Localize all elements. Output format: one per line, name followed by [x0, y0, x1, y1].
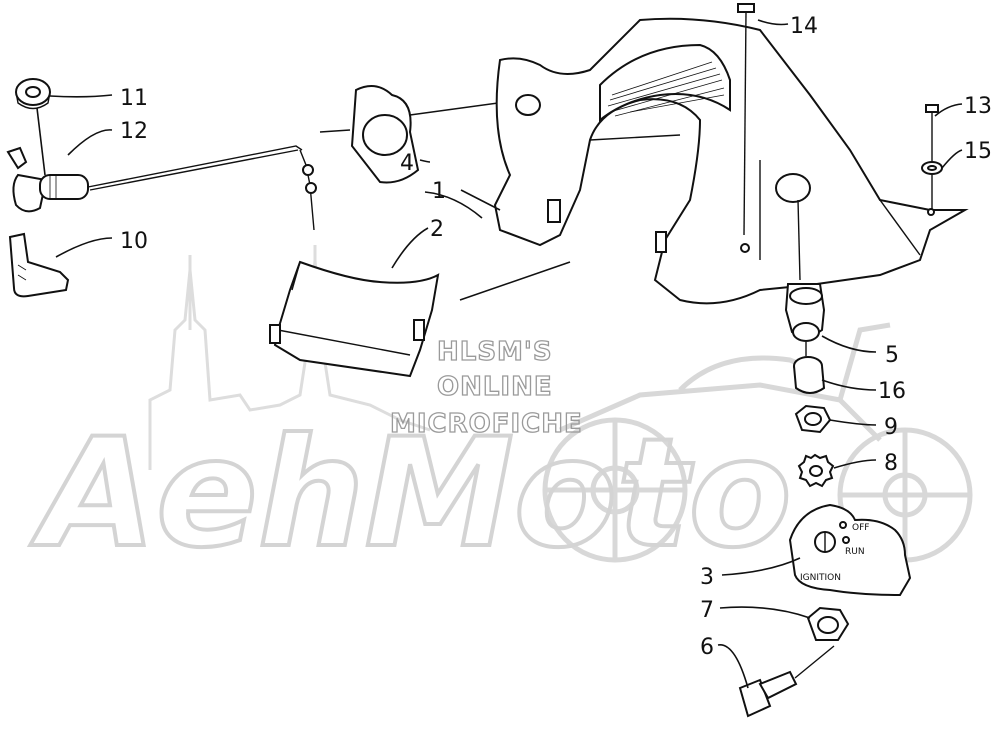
part-2-panel [269, 260, 571, 378]
part-5-ignition-switch [784, 199, 826, 356]
watermark-line-3: MICROFICHE [390, 409, 583, 439]
watermark: AehMoto HLSM'S ONLINE MICROFICHE [28, 245, 973, 583]
console-hatching [607, 61, 725, 117]
part-13-screw [925, 104, 939, 210]
part-1-console-housing [460, 17, 969, 305]
watermark-line-1: HLSM'S [437, 337, 553, 367]
part-16-bushing [793, 356, 826, 394]
part-8-lock-washer [797, 453, 835, 488]
callout-7: 7 [700, 598, 714, 623]
part-14-screw [737, 3, 755, 236]
callout-1: 1 [432, 179, 446, 204]
callout-8: 8 [884, 451, 898, 476]
callout-6: 6 [700, 635, 714, 660]
part-15-washer [921, 161, 943, 175]
callout-2: 2 [430, 217, 444, 242]
callout-3: 3 [700, 565, 714, 590]
part-7-hex-nut [806, 606, 850, 641]
part-9-hex-nut [794, 404, 832, 434]
part-11-nut [15, 78, 51, 110]
watermark-line-2: ONLINE [437, 372, 553, 402]
callout-15: 15 [964, 139, 992, 164]
part-10-lever [8, 232, 70, 298]
part-3-ignition-plate: OFF RUN IGNITION [788, 503, 912, 597]
callout-numbers: 11 12 10 4 1 2 14 13 15 5 16 9 8 3 7 6 [120, 14, 992, 660]
ignition-run-label: RUN [845, 547, 865, 557]
callout-4: 4 [400, 151, 414, 176]
ignition-label: IGNITION [800, 573, 841, 583]
callout-14: 14 [790, 14, 818, 39]
callout-12: 12 [120, 119, 148, 144]
leader-lines [49, 19, 963, 689]
watermark-motorcycle [542, 322, 973, 563]
callout-13: 13 [964, 94, 992, 119]
ignition-off-label: OFF [852, 523, 869, 533]
callout-9: 9 [884, 415, 898, 440]
watermark-brand: AehMoto [30, 407, 792, 581]
callout-10: 10 [120, 229, 148, 254]
part-6-key [738, 645, 835, 718]
callout-5: 5 [885, 343, 899, 368]
callout-16: 16 [878, 379, 906, 404]
part-4-bezel [319, 85, 521, 184]
callout-11: 11 [120, 86, 148, 111]
part-12-throttle-lever-cable [6, 107, 317, 231]
